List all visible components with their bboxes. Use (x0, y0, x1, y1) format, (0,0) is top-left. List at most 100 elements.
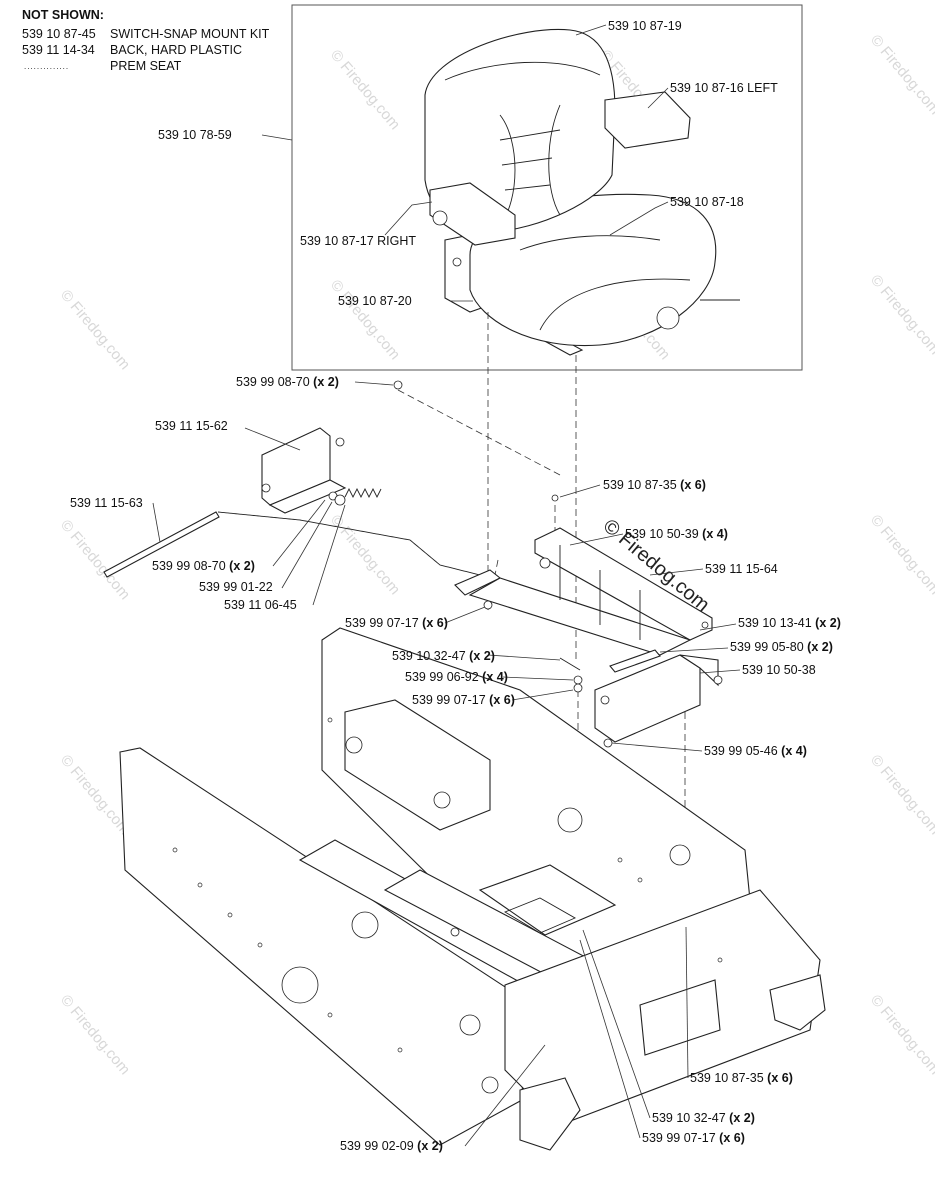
part-number: 539 99 02-09 (340, 1139, 414, 1153)
callout-label: 539 10 87-18 (670, 195, 744, 209)
chassis-frame (119, 627, 826, 1151)
callout-labels: 539 10 87-19 539 10 87-16 LEFT 539 10 78… (70, 19, 841, 1153)
watermark-text: © Firedog.com (327, 47, 403, 133)
part-number: 539 10 50-38 (742, 663, 816, 677)
callout-label: 539 10 87-20 (338, 294, 412, 308)
back-seam (548, 104, 561, 216)
leader-line (464, 1044, 546, 1147)
rivet (172, 847, 178, 853)
callout-label: 539 99 08-70 (x 2) (152, 559, 255, 573)
part-number: 539 99 05-46 (704, 744, 778, 758)
part-number: 539 10 87-17 RIGHT (300, 234, 416, 248)
part-number: 539 10 50-39 (625, 527, 699, 541)
leader-line (261, 134, 293, 141)
watermark-text: © Firedog.com (327, 277, 403, 363)
watermark-text: © Firedog.com (867, 272, 935, 358)
leader-lines (152, 24, 741, 1147)
not-shown-description: SWITCH-SNAP MOUNT KIT (110, 27, 270, 41)
bracket-hole (600, 695, 610, 705)
watermark-text: © Firedog.com (57, 992, 133, 1078)
part-number: 539 10 13-41 (738, 616, 812, 630)
quantity: (x 2) (815, 616, 841, 630)
part-number: 539 11 15-62 (155, 419, 228, 433)
not-shown-part-number: 539 11 14-34 (22, 43, 95, 57)
leader-line (569, 533, 624, 546)
part-number: 539 10 32-47 (652, 1111, 726, 1125)
leader-line (659, 647, 729, 653)
leader-line (152, 502, 161, 543)
not-shown-description: PREM SEAT (110, 59, 182, 73)
quantity: (x 2) (417, 1139, 443, 1153)
washer (334, 494, 346, 506)
seat-assembly (424, 28, 740, 356)
quantity: (x 4) (702, 527, 728, 541)
front-bracket (769, 974, 826, 1031)
side-plate-hole (459, 1014, 481, 1036)
rivet (717, 957, 723, 963)
callout-label: 539 99 05-80 (x 2) (730, 640, 833, 654)
watermark-text: © Firedog.com (57, 287, 133, 373)
switch-mount-bracket (594, 654, 723, 743)
watermark-text: © Firedog.com (867, 512, 935, 598)
rivet (197, 882, 203, 888)
side-plate-hole (351, 911, 379, 939)
part-number: 539 10 87-18 (670, 195, 744, 209)
frame-bushing (539, 557, 551, 569)
not-shown-heading: NOT SHOWN: (22, 8, 104, 22)
callout-label: 539 11 15-64 (705, 562, 778, 576)
leader-line (312, 504, 346, 606)
part-number: 539 99 05-80 (730, 640, 804, 654)
leader-line (575, 24, 607, 36)
leader-line (384, 201, 433, 236)
bolt-head (551, 494, 559, 502)
headrest-seam (444, 61, 601, 81)
part-number: 539 99 07-17 (642, 1131, 716, 1145)
callout-label: 539 10 87-19 (608, 19, 682, 33)
part-number: 539 99 08-70 (152, 559, 226, 573)
callout-label: 539 99 06-92 (x 4) (405, 670, 508, 684)
battery-box-hole (433, 791, 451, 809)
center-plate (478, 864, 617, 936)
frame-side-rail (534, 527, 713, 641)
adjuster-knob (656, 306, 680, 330)
callout-label: 539 10 50-38 (742, 663, 816, 677)
not-shown-item: 539 11 14-34 (22, 43, 95, 58)
quantity: (x 2) (313, 375, 339, 389)
quantity: (x 6) (767, 1071, 793, 1085)
leader-line (244, 427, 301, 451)
part-number: 539 11 15-63 (70, 496, 143, 510)
quantity: (x 6) (489, 693, 515, 707)
seat-assembly-frame (291, 4, 803, 371)
part-number: 539 10 87-35 (690, 1071, 764, 1085)
seat-spring (344, 487, 382, 499)
quantity: (x 2) (729, 1111, 755, 1125)
quantity: (x 4) (482, 670, 508, 684)
armrest-left (604, 91, 691, 149)
rivet (617, 857, 623, 863)
watermark-text: © Firedog.com (57, 517, 133, 603)
callout-label: 539 99 07-17 (x 6) (345, 616, 448, 630)
rear-panel-hole (557, 807, 583, 833)
rail-slot-plate (639, 979, 721, 1056)
watermark-text: © Firedog.com (867, 32, 935, 118)
washer (573, 675, 583, 685)
rear-bracket (519, 1077, 581, 1151)
leader-line (579, 939, 641, 1139)
frame-crossbars (559, 545, 641, 640)
callout-label: 539 99 08-70 (x 2) (236, 375, 339, 389)
leader-line (685, 926, 689, 1079)
battery-box-hole (345, 736, 363, 754)
part-number: 539 10 87-19 (608, 19, 682, 33)
switch-bracket-tab (679, 654, 719, 687)
cushion-seam (519, 235, 661, 251)
part-number: 539 99 01-22 (199, 580, 273, 594)
rivet (257, 942, 263, 948)
quantity: (x 6) (680, 478, 706, 492)
rear-panel-hole (450, 927, 460, 937)
pivot-rod (103, 511, 220, 578)
rivet (327, 1012, 333, 1018)
callout-label: 539 10 32-47 (x 2) (652, 1111, 755, 1125)
leader-line (647, 87, 669, 109)
callout-label: 539 10 87-35 (x 6) (690, 1071, 793, 1085)
pivot-bracket-flange (268, 479, 347, 514)
